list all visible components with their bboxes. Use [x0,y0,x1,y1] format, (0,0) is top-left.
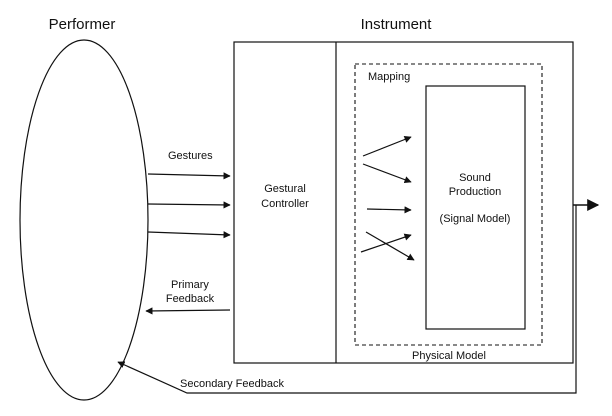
instrument-title: Instrument [361,16,433,33]
signal-model-label: (Signal Model) [440,213,511,225]
performer-shape [19,39,149,401]
gesture-arrow-3 [147,231,231,239]
primary-feedback-arrow [145,307,231,315]
sound-production-label-line-2: Production [449,186,502,198]
gesture-arrow-2 [147,201,231,209]
mapping-arrow-3 [366,206,412,214]
primary-feedback-label-line-2: Feedback [166,293,215,305]
mapping-arrow-2 [362,163,412,184]
performer-title: Performer [49,16,116,33]
gesture-arrow-1 [147,172,231,180]
mapping-label: Mapping [368,71,410,83]
gestural-controller-label-line-2: Controller [261,198,309,210]
sound-production-label-line-1: Sound [459,172,491,184]
gestural-controller-label-line-1: Gestural [264,183,306,195]
secondary-feedback-label: Secondary Feedback [180,378,284,390]
mapping-arrow-5 [365,231,415,261]
sound-production-box [425,85,526,330]
physical-model-label: Physical Model [412,350,486,362]
physical-model-dashed-box [354,63,543,346]
primary-feedback-label-line-1: Primary [171,279,209,291]
mapping-arrow-1 [362,136,412,157]
secondary-feedback-arrow [117,205,577,394]
gestures-label: Gestures [168,150,213,162]
